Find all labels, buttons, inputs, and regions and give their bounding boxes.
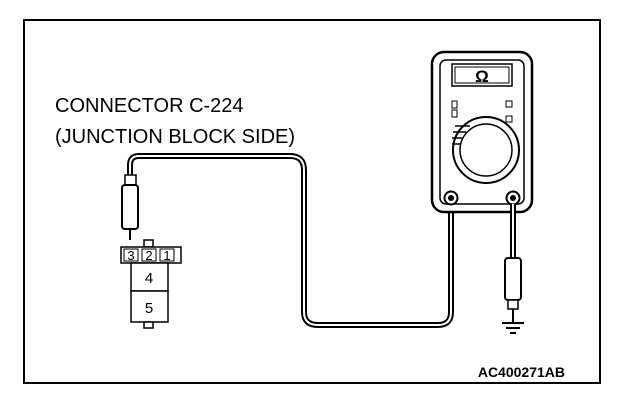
ohmmeter-icon (430, 50, 534, 214)
figure-id: AC400271AB (478, 364, 565, 380)
ground-probe-icon (504, 257, 522, 323)
test-lead-wire (127, 153, 454, 328)
ohm-symbol: Ω (475, 67, 489, 86)
pin-3-label: 3 (127, 248, 134, 263)
ground-symbol-icon (502, 322, 524, 334)
diagram-frame (23, 19, 601, 384)
pin-5-label: 5 (145, 300, 153, 317)
connector-label-line1: CONNECTOR C-224 (55, 95, 244, 117)
pin-2-label: 2 (145, 248, 152, 263)
pin-1-label: 1 (163, 248, 170, 263)
test-probe-icon (121, 174, 139, 240)
connector-label-line2: (JUNCTION BLOCK SIDE) (55, 126, 295, 148)
connector-icon (120, 239, 182, 329)
pin-4-label: 4 (145, 270, 153, 287)
